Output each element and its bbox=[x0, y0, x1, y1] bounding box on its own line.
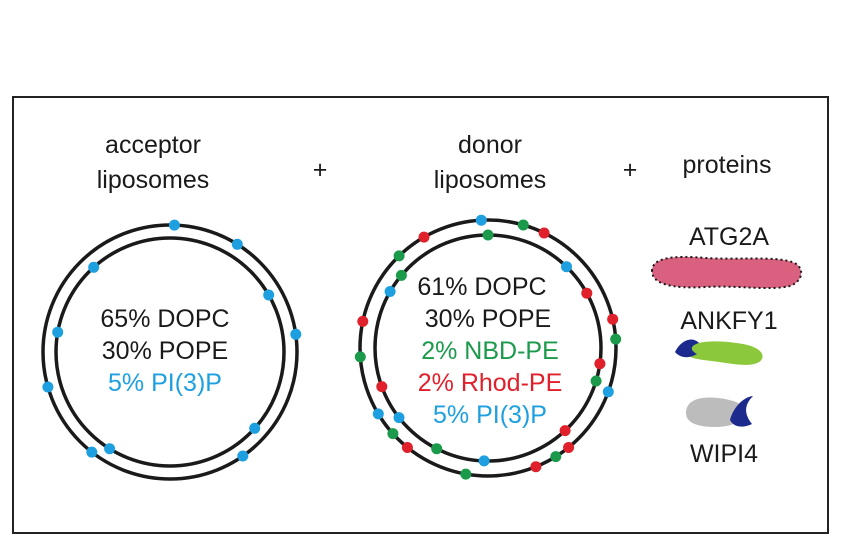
acceptor-pi3p-dot bbox=[168, 219, 180, 231]
donor-rhod-dot bbox=[581, 287, 593, 299]
acceptor-pi3p-dot bbox=[86, 446, 98, 458]
donor-nbd-dot bbox=[482, 229, 494, 241]
protein-label-ankfy1: ANKFY1 bbox=[680, 307, 777, 335]
donor-pi3p-dot bbox=[372, 408, 384, 420]
acceptor-inner-membrane bbox=[54, 236, 286, 468]
donor-nbd-dot bbox=[393, 250, 405, 262]
acceptor-comp-dopc: 65% DOPC bbox=[100, 305, 229, 333]
donor-pi3p-dot bbox=[602, 386, 614, 398]
donor-rhod-dot bbox=[559, 425, 571, 437]
proteins-title: proteins bbox=[683, 151, 772, 179]
acceptor-pi3p-dot bbox=[290, 328, 302, 340]
donor-rhod-dot bbox=[594, 358, 606, 370]
donor-nbd-dot bbox=[610, 333, 622, 345]
acceptor-comp-pope: 30% POPE bbox=[102, 337, 228, 365]
donor-nbd-dot bbox=[517, 219, 529, 231]
acceptor-pi3p-dots bbox=[42, 219, 302, 462]
donor-nbd-dot bbox=[395, 269, 407, 281]
acceptor-comp-pi3p: 5% PI(3)P bbox=[108, 369, 222, 397]
ankfy1-protein-shape bbox=[687, 341, 763, 365]
donor-nbd-dot bbox=[550, 451, 562, 463]
atg2a-protein-shape bbox=[650, 255, 803, 290]
donor-rhod-dot bbox=[563, 442, 575, 453]
donor-outer-membrane bbox=[358, 218, 618, 478]
wipi4-domain-icon bbox=[730, 396, 753, 427]
donor-rhod-dot bbox=[418, 231, 430, 243]
donor-liposome: donor liposomes 61% DOPC 30% POPE 2% NBD… bbox=[354, 131, 622, 480]
donor-lipid-dots bbox=[354, 214, 622, 480]
donor-rhod-dot bbox=[357, 315, 369, 327]
acceptor-pi3p-dot bbox=[42, 381, 54, 393]
donor-pi3p-dot bbox=[384, 286, 396, 297]
acceptor-pi3p-dot bbox=[231, 238, 243, 250]
donor-title-line2: liposomes bbox=[434, 166, 547, 194]
donor-title-line1: donor bbox=[458, 131, 522, 159]
acceptor-pi3p-dot bbox=[263, 289, 275, 301]
donor-comp-nbd-pe: 2% NBD-PE bbox=[421, 337, 559, 365]
acceptor-liposome: acceptor liposomes 65% DOPC 30% POPE 5% … bbox=[41, 131, 302, 481]
ankfy1-domain-icon bbox=[675, 339, 699, 358]
donor-pi3p-dot bbox=[393, 412, 405, 424]
acceptor-pi3p-dot bbox=[249, 422, 261, 434]
acceptor-title-line1: acceptor bbox=[105, 131, 201, 159]
protein-label-wipi4: WIPI4 bbox=[690, 440, 758, 468]
acceptor-title-line2: liposomes bbox=[97, 166, 210, 194]
donor-nbd-dot bbox=[387, 428, 399, 440]
diagram-frame bbox=[12, 96, 829, 534]
acceptor-pi3p-dot bbox=[52, 326, 64, 338]
donor-rhod-dot bbox=[530, 461, 542, 473]
acceptor-pi3p-dot bbox=[237, 450, 249, 462]
donor-comp-pope: 30% POPE bbox=[425, 305, 551, 333]
donor-comp-pi3p: 5% PI(3)P bbox=[433, 401, 547, 429]
donor-rhod-dot bbox=[538, 227, 550, 239]
donor-nbd-dot bbox=[431, 443, 443, 455]
donor-rhod-dot bbox=[607, 313, 619, 325]
donor-pi3p-dot bbox=[475, 214, 487, 226]
protein-label-atg2a: ATG2A bbox=[689, 223, 769, 251]
donor-nbd-dot bbox=[354, 351, 366, 363]
plus-sign-2: + bbox=[623, 156, 638, 184]
donor-pi3p-dot bbox=[561, 261, 572, 273]
donor-comp-rhod-pe: 2% Rhod-PE bbox=[418, 369, 563, 397]
donor-nbd-dot bbox=[460, 468, 472, 480]
acceptor-pi3p-dot bbox=[88, 261, 100, 273]
donor-pi3p-dot bbox=[478, 455, 490, 467]
proteins-panel: proteins ATG2A ANKFY1 WIPI4 bbox=[650, 151, 803, 468]
donor-nbd-dot bbox=[590, 375, 602, 387]
wipi4-protein-shape bbox=[686, 397, 745, 427]
donor-rhod-dot bbox=[376, 381, 388, 393]
donor-rhod-dot bbox=[401, 442, 413, 453]
plus-sign-1: + bbox=[313, 156, 328, 184]
donor-comp-dopc: 61% DOPC bbox=[417, 273, 546, 301]
acceptor-pi3p-dot bbox=[104, 443, 116, 455]
